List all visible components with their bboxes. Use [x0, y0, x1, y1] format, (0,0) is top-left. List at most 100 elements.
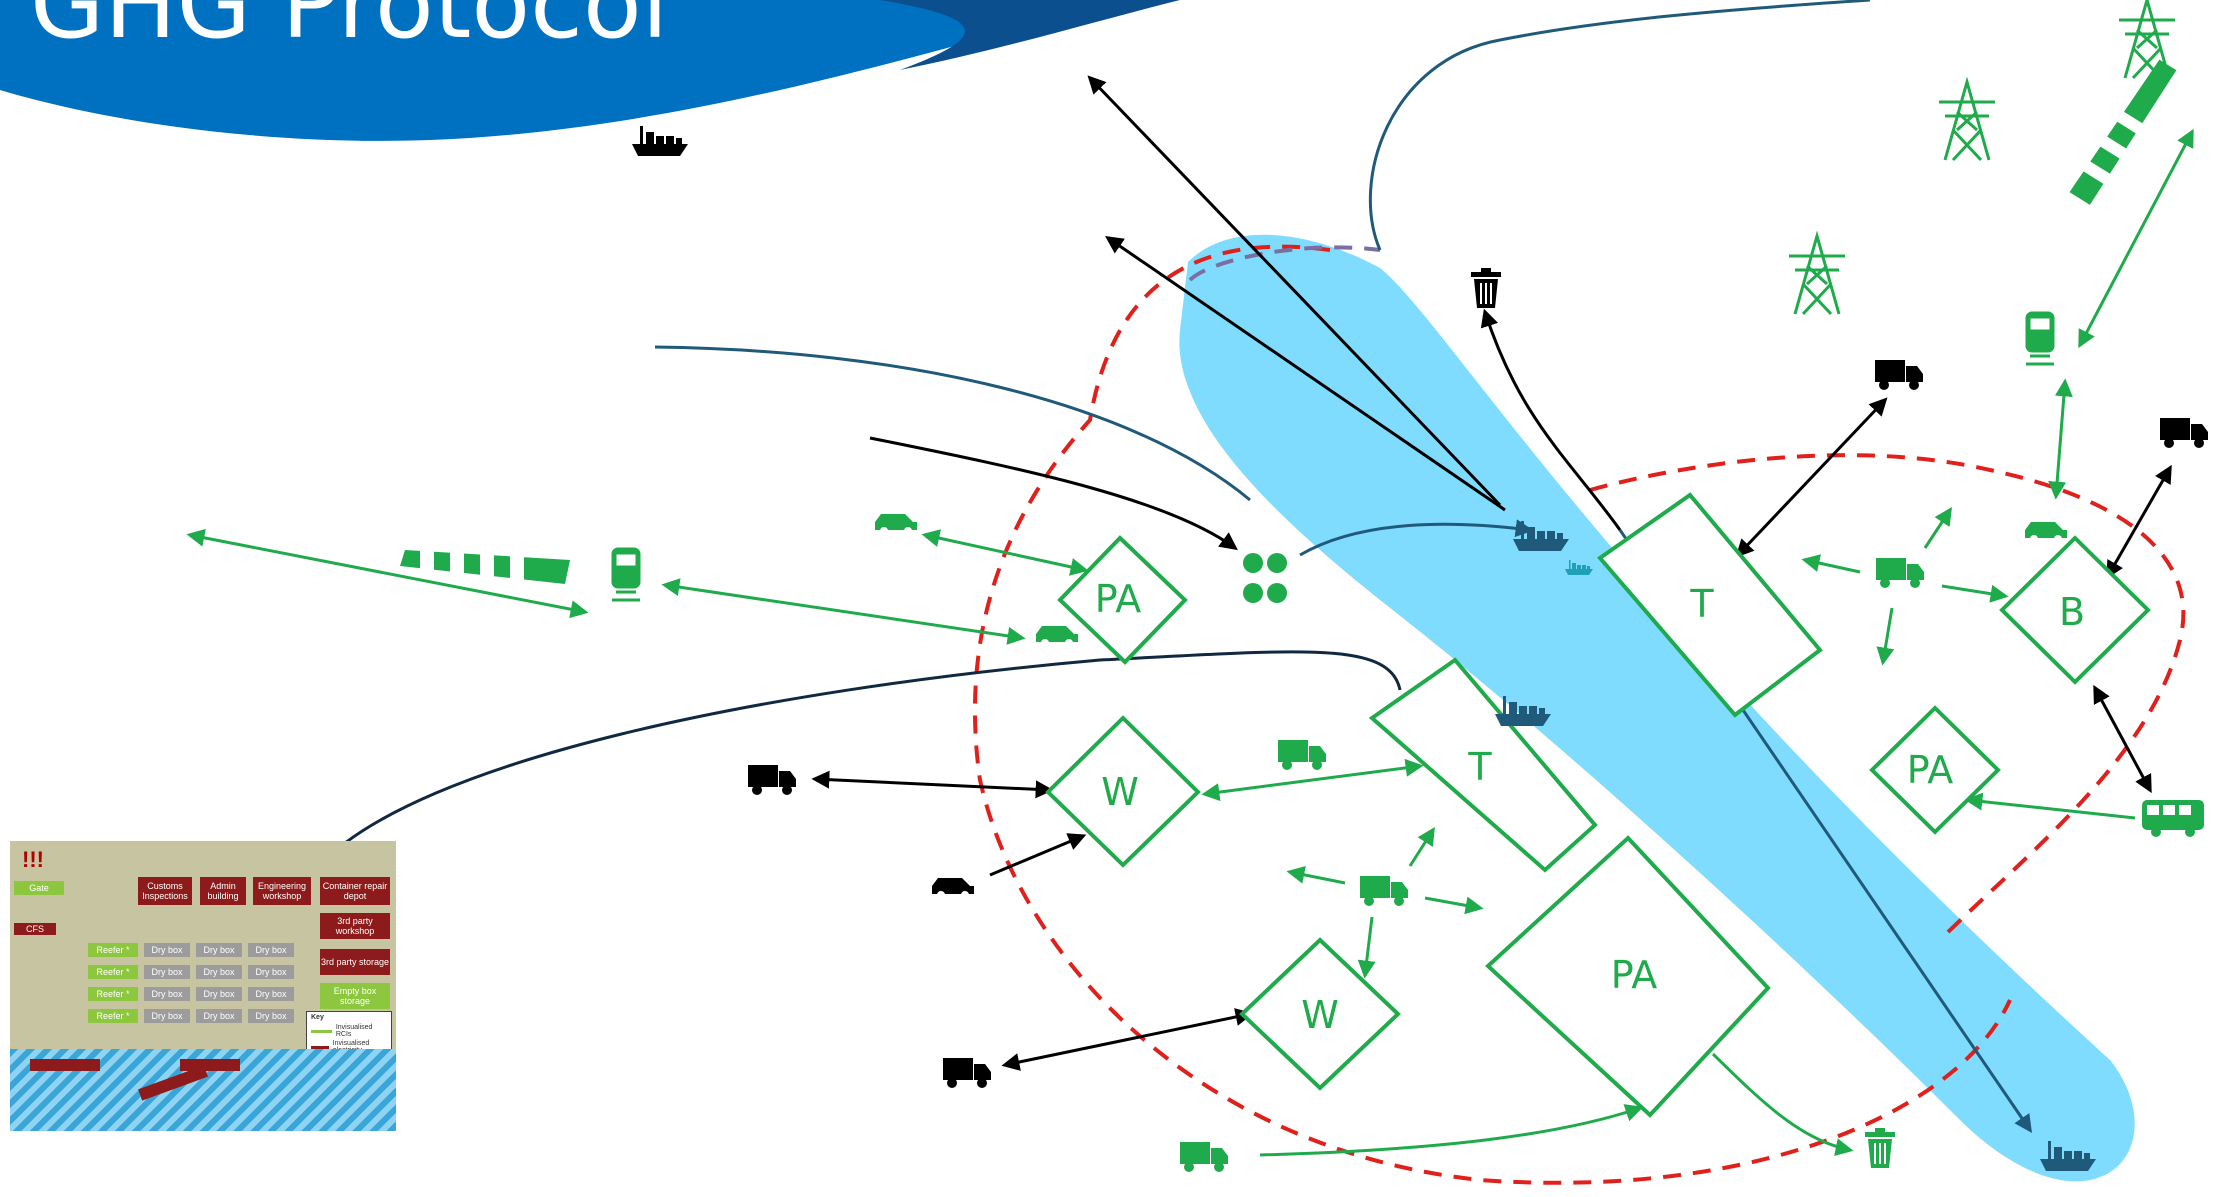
- inset-link: [317, 650, 1402, 868]
- pylon-icon: [1937, 80, 1997, 162]
- arrow-pa3-waste: [1711, 1052, 1854, 1156]
- reefer-block: Reefer *: [88, 987, 138, 1001]
- arrow-hub-up: [1923, 506, 1952, 549]
- alert-mark: !!!: [22, 847, 44, 872]
- dry-box: Dry box: [196, 1009, 242, 1023]
- truck-icon: [1278, 740, 1326, 770]
- dry-box: Dry box: [248, 965, 294, 979]
- arrow-bus-pa2: [1964, 792, 2136, 820]
- ship-icon: [632, 126, 688, 156]
- zone-pa2-label: PA: [1907, 748, 1953, 792]
- repair-block: Container repair depot: [320, 877, 390, 905]
- arrow-hub-b: [1941, 584, 2009, 603]
- header-banner: [0, 0, 1130, 141]
- boundary-top: [1188, 245, 1381, 282]
- storage-block: 3rd party storage: [320, 949, 390, 975]
- reefer-block: Reefer *: [88, 1009, 138, 1023]
- arrow-ship-far-1: [1087, 75, 1502, 507]
- page-title: GHG Protocol: [30, 0, 669, 60]
- zone-w1: [1045, 715, 1201, 868]
- zone-pa1: [1057, 535, 1188, 665]
- arrow-inbound-hub: [869, 436, 1238, 551]
- inset-ship: [30, 1059, 100, 1071]
- dry-box: Dry box: [196, 943, 242, 957]
- arrow-hub2-up: [1408, 826, 1435, 867]
- truck-icon: [748, 765, 796, 795]
- dry-box: Dry box: [248, 943, 294, 957]
- dry-box: Dry box: [144, 965, 190, 979]
- engineering-block: Engineering workshop: [253, 877, 311, 905]
- arrow-waste-1: [1480, 308, 1622, 531]
- hub-to-ship: [1299, 519, 1534, 557]
- bin-icon: [1864, 1127, 1896, 1169]
- arrow-hub2-right: [1424, 896, 1484, 915]
- zone-b1-label: B: [2059, 590, 2085, 634]
- car-icon: [1036, 626, 1078, 647]
- bus-icon: [2142, 800, 2204, 837]
- truck-icon: [1875, 360, 1923, 390]
- zone-t1-label: T: [1689, 582, 1714, 626]
- dry-box: Dry box: [248, 987, 294, 1001]
- dry-box: Dry box: [196, 965, 242, 979]
- reefer-block: Reefer *: [88, 943, 138, 957]
- water-channel: [1179, 234, 2135, 1182]
- arrow-ship-far-2: [1105, 235, 1506, 512]
- zone-pa3: [1485, 835, 1771, 1118]
- key-green-label: Invisualised RCIs: [335, 1024, 373, 1038]
- zone-w2: [1239, 937, 1401, 1091]
- dry-box: Dry box: [248, 1009, 294, 1023]
- inbound-curve-1: [1368, 0, 1871, 251]
- zone-w2-label: W: [1301, 993, 1339, 1037]
- empty-storage-block: Empty box storage: [320, 983, 390, 1009]
- arrow-truck-b: [2106, 464, 2172, 580]
- admin-block: Admin building: [200, 877, 246, 905]
- arrow-plane-left: [186, 528, 589, 619]
- plane-icon: [400, 548, 570, 584]
- arrow-truck-t1: [1735, 397, 1888, 558]
- header-shadow: [880, 0, 1180, 70]
- cluster-icon: [1243, 553, 1287, 603]
- truck-icon: [943, 1058, 991, 1088]
- inset-port-layout: !!! Gate CFS Customs Inspections Admin b…: [10, 841, 396, 1131]
- arrow-truck-pa3: [1259, 1104, 1644, 1157]
- gate-block: Gate: [14, 881, 64, 895]
- zone-t2: [1368, 657, 1598, 873]
- key-title: Key: [311, 1014, 324, 1021]
- arrow-car-pa1: [921, 529, 1089, 576]
- train-icon: [2024, 310, 2056, 366]
- arrow-train-car: [661, 578, 1026, 645]
- cfs-block: CFS: [14, 923, 56, 935]
- car-icon: [2025, 522, 2067, 543]
- customs-block: Customs Inspections: [138, 877, 192, 905]
- truck-icon: [1876, 558, 1924, 588]
- inset-ship: [180, 1059, 240, 1071]
- arrow-plane-right: [2078, 128, 2194, 349]
- zone-t1: [1597, 492, 1823, 718]
- inbound-curve-2: [654, 345, 1251, 502]
- truck-icon: [1180, 1142, 1228, 1172]
- truck-icon: [2160, 418, 2208, 448]
- arrow-t2-w1: [1201, 758, 1424, 802]
- arrow-hub2-left: [1286, 865, 1346, 885]
- truck-icon: [1360, 876, 1408, 906]
- arrow-truck-w2: [1001, 1008, 1254, 1071]
- zone-w1-label: W: [1101, 770, 1139, 814]
- dry-box: Dry box: [144, 1009, 190, 1023]
- train-icon: [610, 546, 642, 602]
- arrow-bus-b: [2093, 684, 2152, 794]
- boundary-left: [973, 244, 2012, 1185]
- workshop-block: 3rd party workshop: [320, 913, 390, 939]
- zone-pa3-label: PA: [1611, 953, 1657, 997]
- arrow-train-b: [2048, 378, 2073, 500]
- car-icon: [932, 878, 974, 899]
- zone-t2-label: T: [1467, 745, 1492, 789]
- car-icon: [875, 514, 917, 535]
- dry-box: Dry box: [144, 943, 190, 957]
- arrow-hub2-down: [1357, 916, 1376, 979]
- plane-icon: [2069, 59, 2177, 205]
- zone-pa2: [1869, 705, 2001, 835]
- pylon-icon: [1787, 234, 1847, 316]
- arrow-hub-t1: [1801, 554, 1861, 574]
